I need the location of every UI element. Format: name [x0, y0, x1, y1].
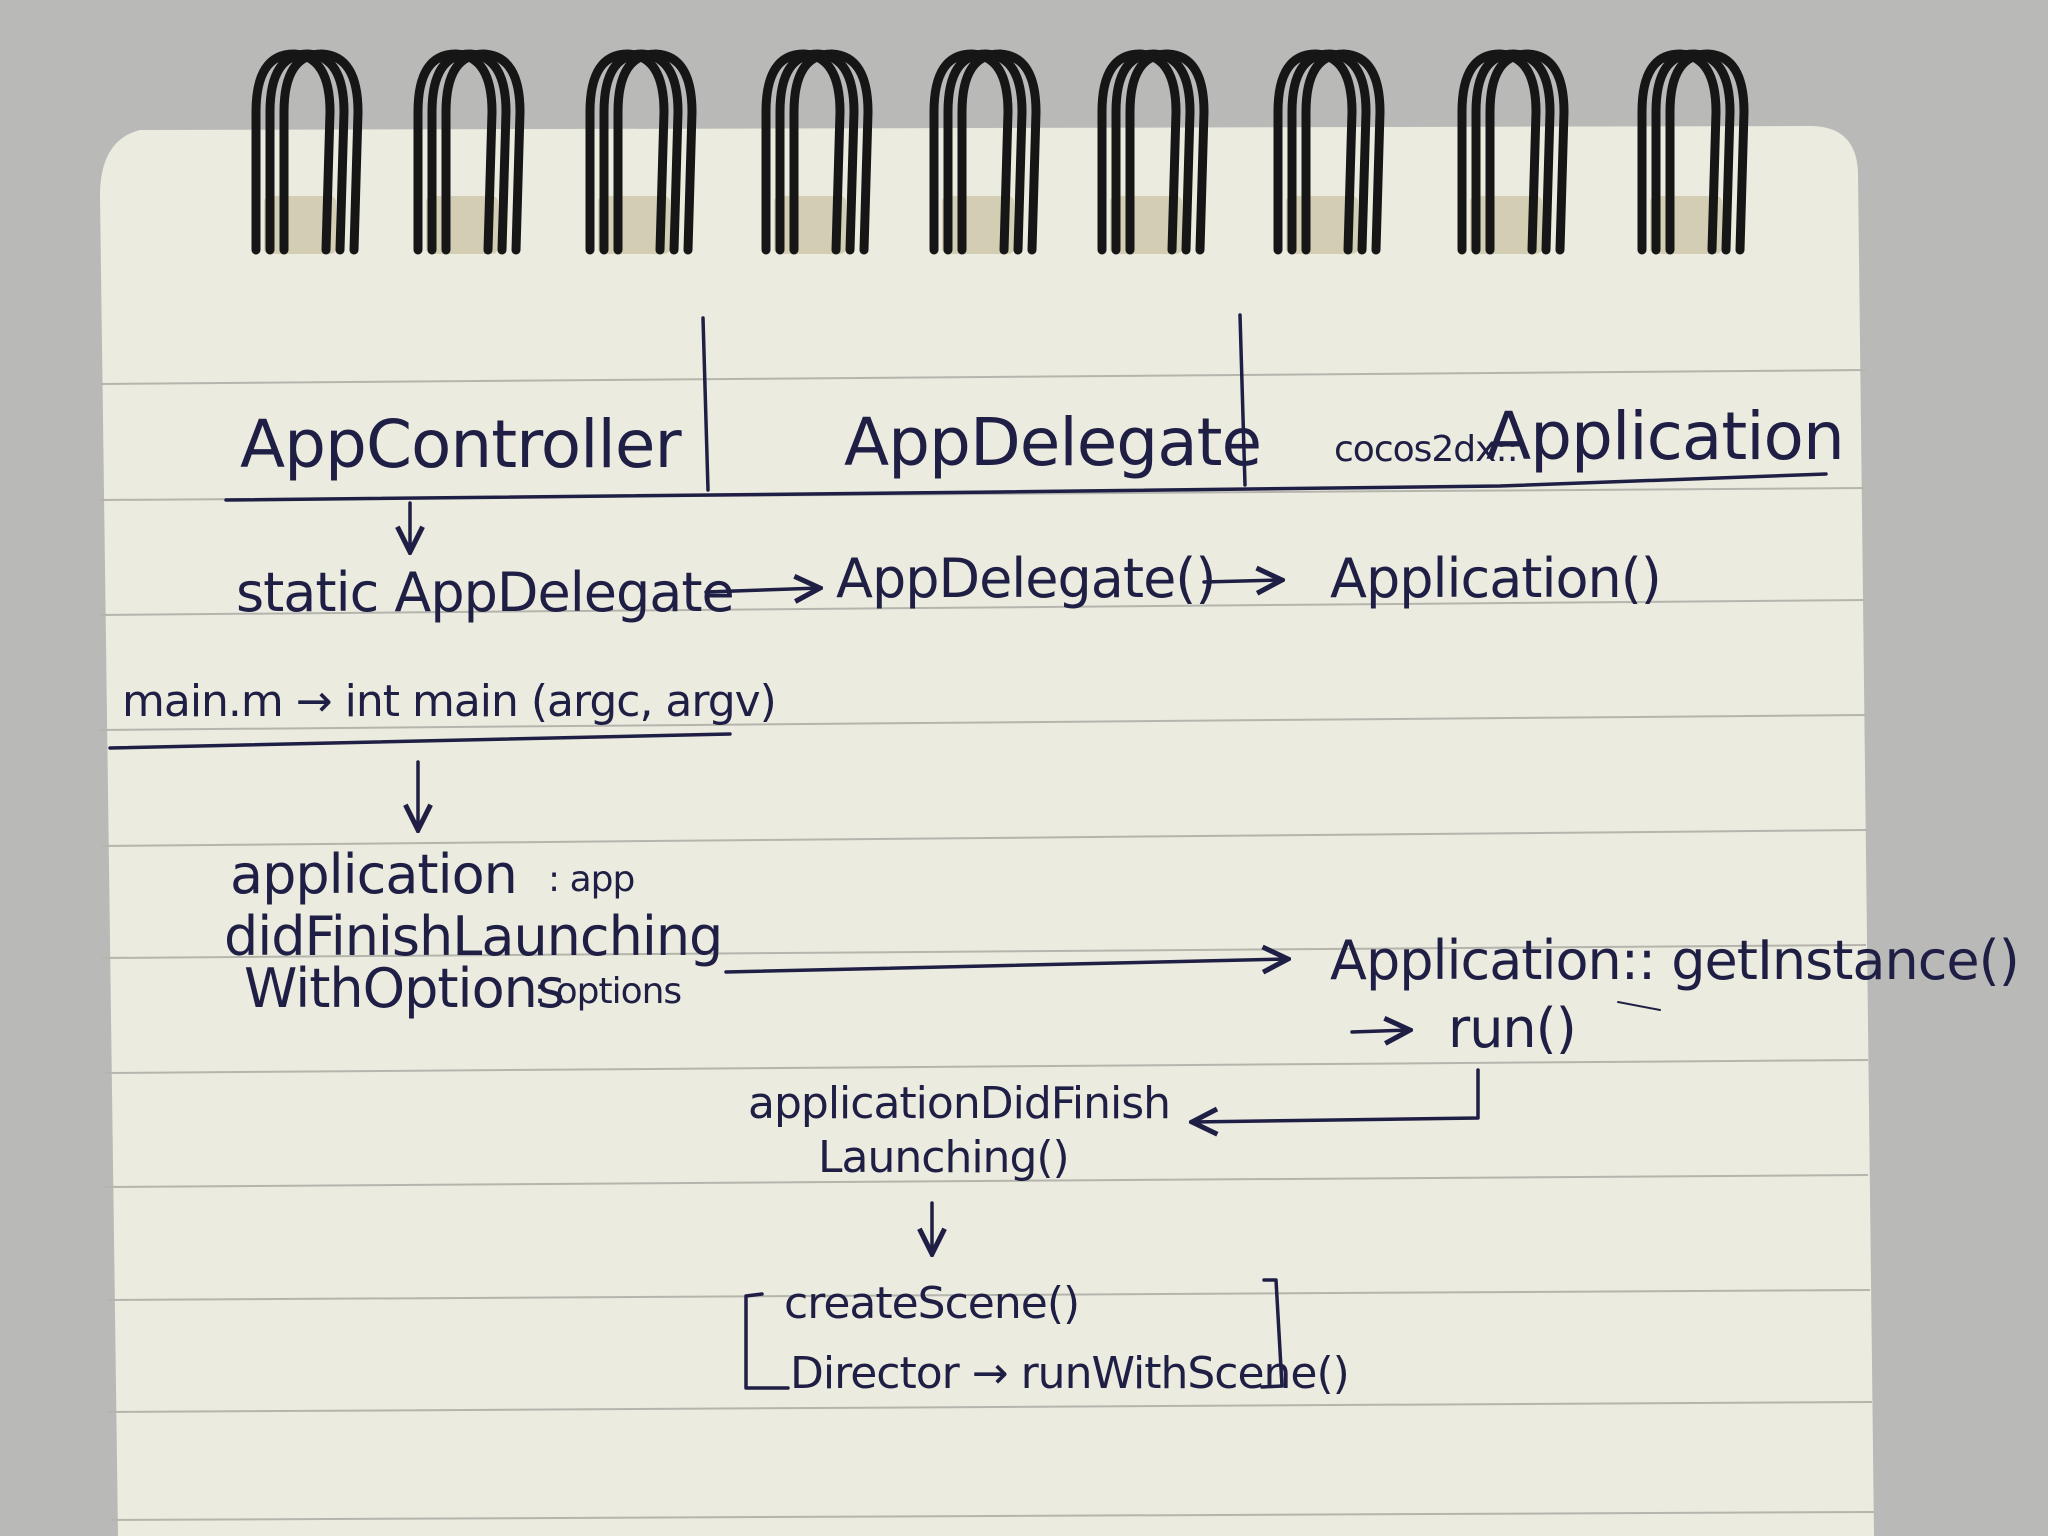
rule-line: [105, 1289, 1871, 1301]
header-appcontroller: AppController: [240, 406, 682, 483]
createscene-text: createScene(): [784, 1278, 1080, 1329]
didfinish-line1-text: application: [230, 843, 518, 906]
column-divider: [1238, 313, 1247, 487]
appdelegate-ctor-text: AppDelegate(): [836, 547, 1216, 610]
spiral-coil: [251, 49, 363, 255]
static-appdelegate-text: static AppDelegate: [236, 561, 735, 624]
spiral-binding: [251, 49, 1749, 255]
didfinish-line3-text: WithOptions: [244, 957, 565, 1020]
main-m-text: main.m → int main (argc, argv): [122, 676, 777, 727]
main-underline: [108, 732, 732, 750]
right-arrow: [1350, 1030, 1410, 1032]
spiral-coil: [413, 49, 525, 255]
right-arrow: [724, 959, 1288, 972]
spiral-coil: [761, 49, 873, 255]
rule-line: [107, 1401, 1873, 1413]
didfinish-app-text: : app: [548, 859, 635, 900]
didfinish-options-text: : options: [534, 971, 682, 1012]
getinstance-text: Application:: getInstance(): [1330, 929, 2020, 992]
spiral-coil: [585, 49, 697, 255]
spiral-coil: [1457, 49, 1569, 255]
ink-strokes: [108, 313, 1828, 1390]
column-divider: [701, 316, 710, 492]
app-did-finish-line2-text: Launching(): [818, 1132, 1070, 1183]
right-arrow: [704, 588, 820, 592]
spiral-coil: [1637, 49, 1749, 255]
didfinish-line2-text: didFinishLaunching: [224, 905, 723, 968]
rule-line: [103, 1059, 1869, 1074]
rule-line: [101, 829, 1867, 847]
rule-line: [101, 944, 1867, 959]
run-text: run(): [1448, 997, 1577, 1060]
rule-line: [99, 714, 1867, 731]
spiral-coil: [1097, 49, 1209, 255]
return-arrow: [1192, 1068, 1480, 1122]
rule-line: [103, 1174, 1869, 1188]
header-application: Application: [1486, 398, 1845, 475]
spiral-coil: [929, 49, 1041, 255]
stray-pen-mark: [1617, 1001, 1661, 1011]
header-underline: [224, 472, 1828, 502]
header-cocos2dx-prefix: cocos2dx::: [1334, 429, 1519, 470]
right-arrow: [1202, 580, 1282, 582]
rule-line: [99, 369, 1867, 385]
rule-line: [109, 1511, 1875, 1521]
left-bracket: [744, 1292, 790, 1390]
right-bracket: [1260, 1278, 1284, 1389]
rule-line: [99, 599, 1867, 616]
app-did-finish-line1-text: applicationDidFinish: [748, 1078, 1171, 1129]
application-ctor-text: Application(): [1330, 547, 1662, 610]
director-runwithscene-text: Director → runWithScene(): [790, 1348, 1350, 1399]
ruled-lines: [99, 369, 1875, 1521]
header-appdelegate: AppDelegate: [844, 404, 1262, 481]
spiral-coil: [1273, 49, 1385, 255]
